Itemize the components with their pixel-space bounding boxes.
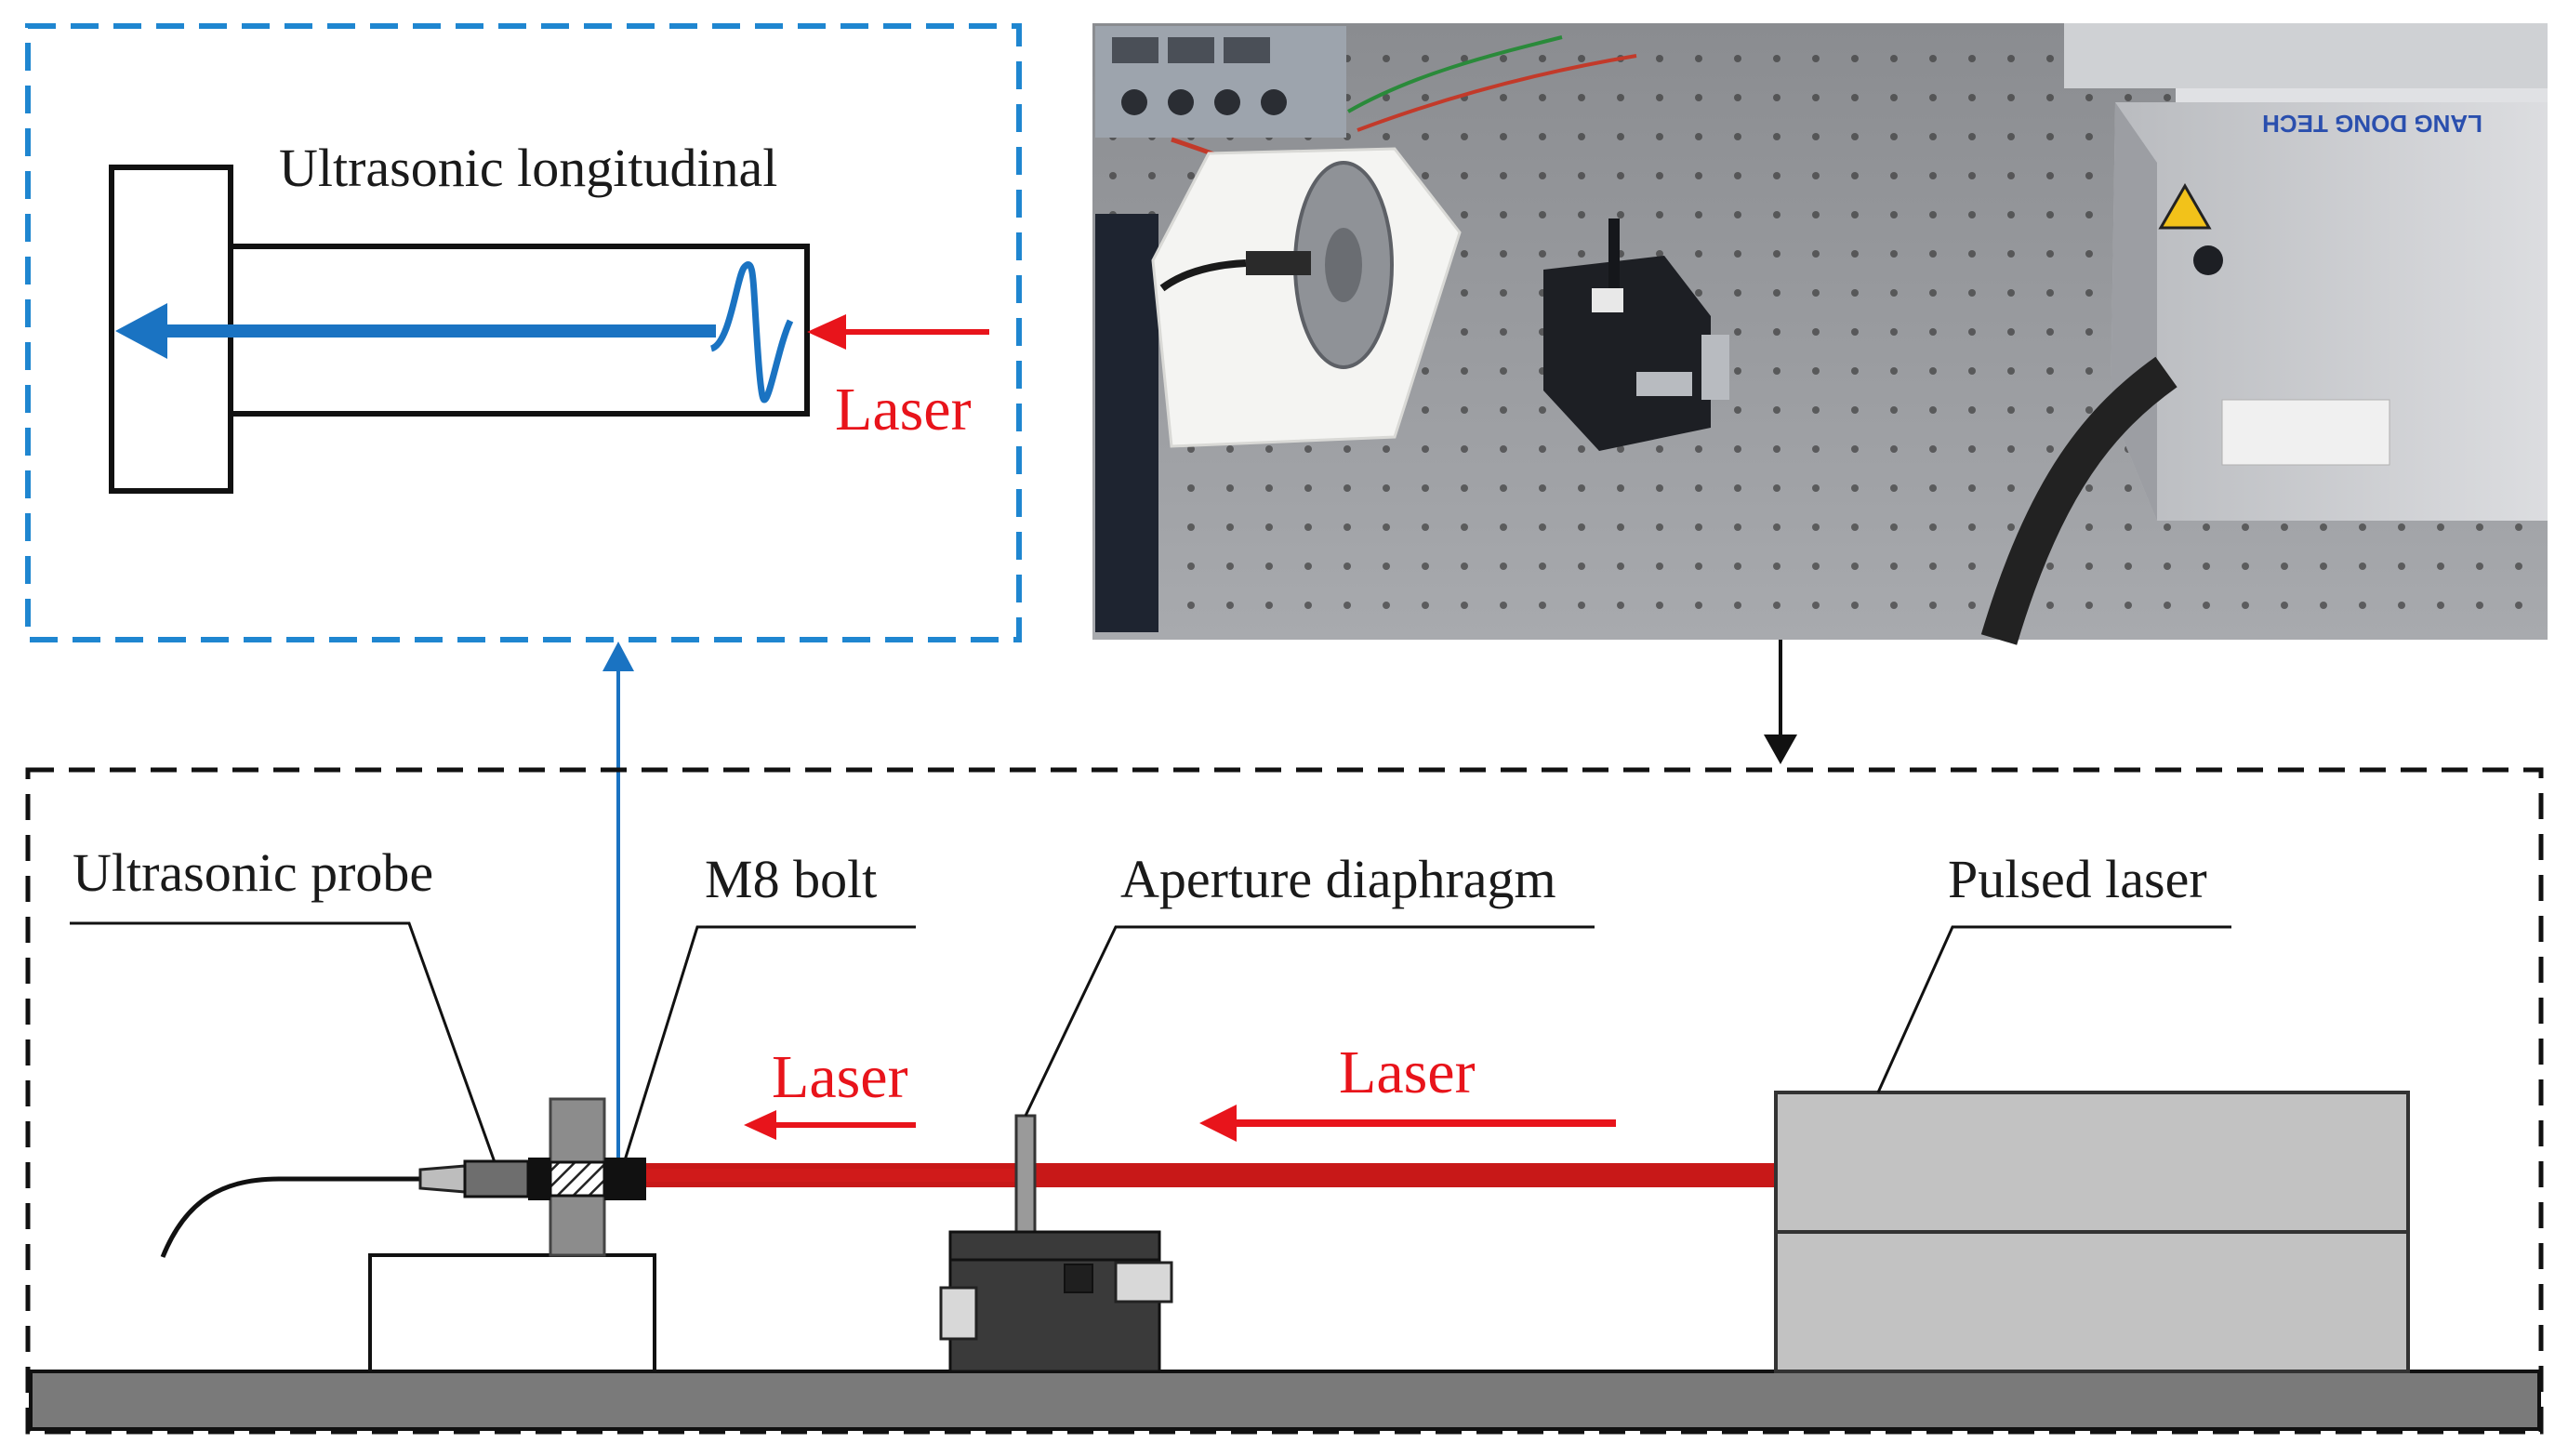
inset-border (25, 23, 1022, 642)
aperture-plate (1014, 1114, 1037, 1234)
aperture-diaphragm-label: Aperture diaphragm (1120, 849, 1556, 909)
probe-tip (418, 1164, 467, 1194)
ultrasonic-probe-label: Ultrasonic probe (73, 842, 433, 903)
foam-support (368, 1253, 656, 1373)
probe-cable (160, 1176, 420, 1258)
laser-label-right: Laser (1339, 1039, 1476, 1106)
bolt-to-inset-arrowhead (602, 642, 634, 671)
photo-aperture-stage (1543, 218, 1729, 451)
inset-laser-label: Laser (835, 376, 972, 443)
laser-arrow-left-head (744, 1110, 776, 1140)
pulsed-laser-box-bottom (1774, 1230, 2410, 1373)
probe-leader-line (70, 921, 496, 1163)
setup-schematic: Laser Laser Ultrasonic probe M8 bolt Ape… (25, 767, 2544, 1435)
bolt-leader-line (623, 925, 916, 1161)
diaphragm-leader-line (1024, 925, 1595, 1117)
pulsed-laser-box-top (1774, 1091, 2410, 1234)
laser-label-left: Laser (772, 1043, 908, 1111)
photo-to-schematic-arrowhead (1764, 735, 1797, 764)
pulsed-laser-label: Pulsed laser (1948, 849, 2207, 909)
laser-beam-narrow (646, 1169, 1018, 1182)
inset-diagram: Ultrasonic longitudinal Laser (25, 23, 1022, 642)
stage-knob-center (1064, 1264, 1093, 1293)
bolt-nut-left (528, 1158, 550, 1200)
setup-photo: LANG DONG TECH (1092, 23, 2548, 645)
photo-warning-label (2158, 183, 2212, 230)
stage-top (948, 1230, 1161, 1262)
ultrasonic-pulse-icon (709, 261, 794, 404)
pulsed-laser-leader-line (1876, 925, 2231, 1093)
laser-arrow-right-head (1199, 1105, 1237, 1142)
optical-table-base (29, 1370, 2541, 1431)
ultrasonic-probe (463, 1159, 530, 1198)
photo-monitor-edge (1095, 214, 1158, 632)
ultrasonic-wave-arrowhead (115, 303, 167, 359)
stage-knob-right (1114, 1261, 1173, 1304)
photo-device-brand: LANG DONG TECH (2262, 110, 2482, 138)
m8-bolt-label: M8 bolt (705, 849, 877, 909)
stage-knob-left (939, 1286, 978, 1341)
photo-pulsed-laser: LANG DONG TECH (1980, 46, 2548, 645)
aperture-diaphragm (939, 1114, 1173, 1373)
inset-laser-arrowhead (807, 314, 846, 350)
inset-title: Ultrasonic longitudinal (279, 138, 777, 198)
schematic-border (25, 767, 2544, 1435)
bolt-nut-right (604, 1158, 646, 1200)
m8-bolt (549, 1160, 606, 1198)
